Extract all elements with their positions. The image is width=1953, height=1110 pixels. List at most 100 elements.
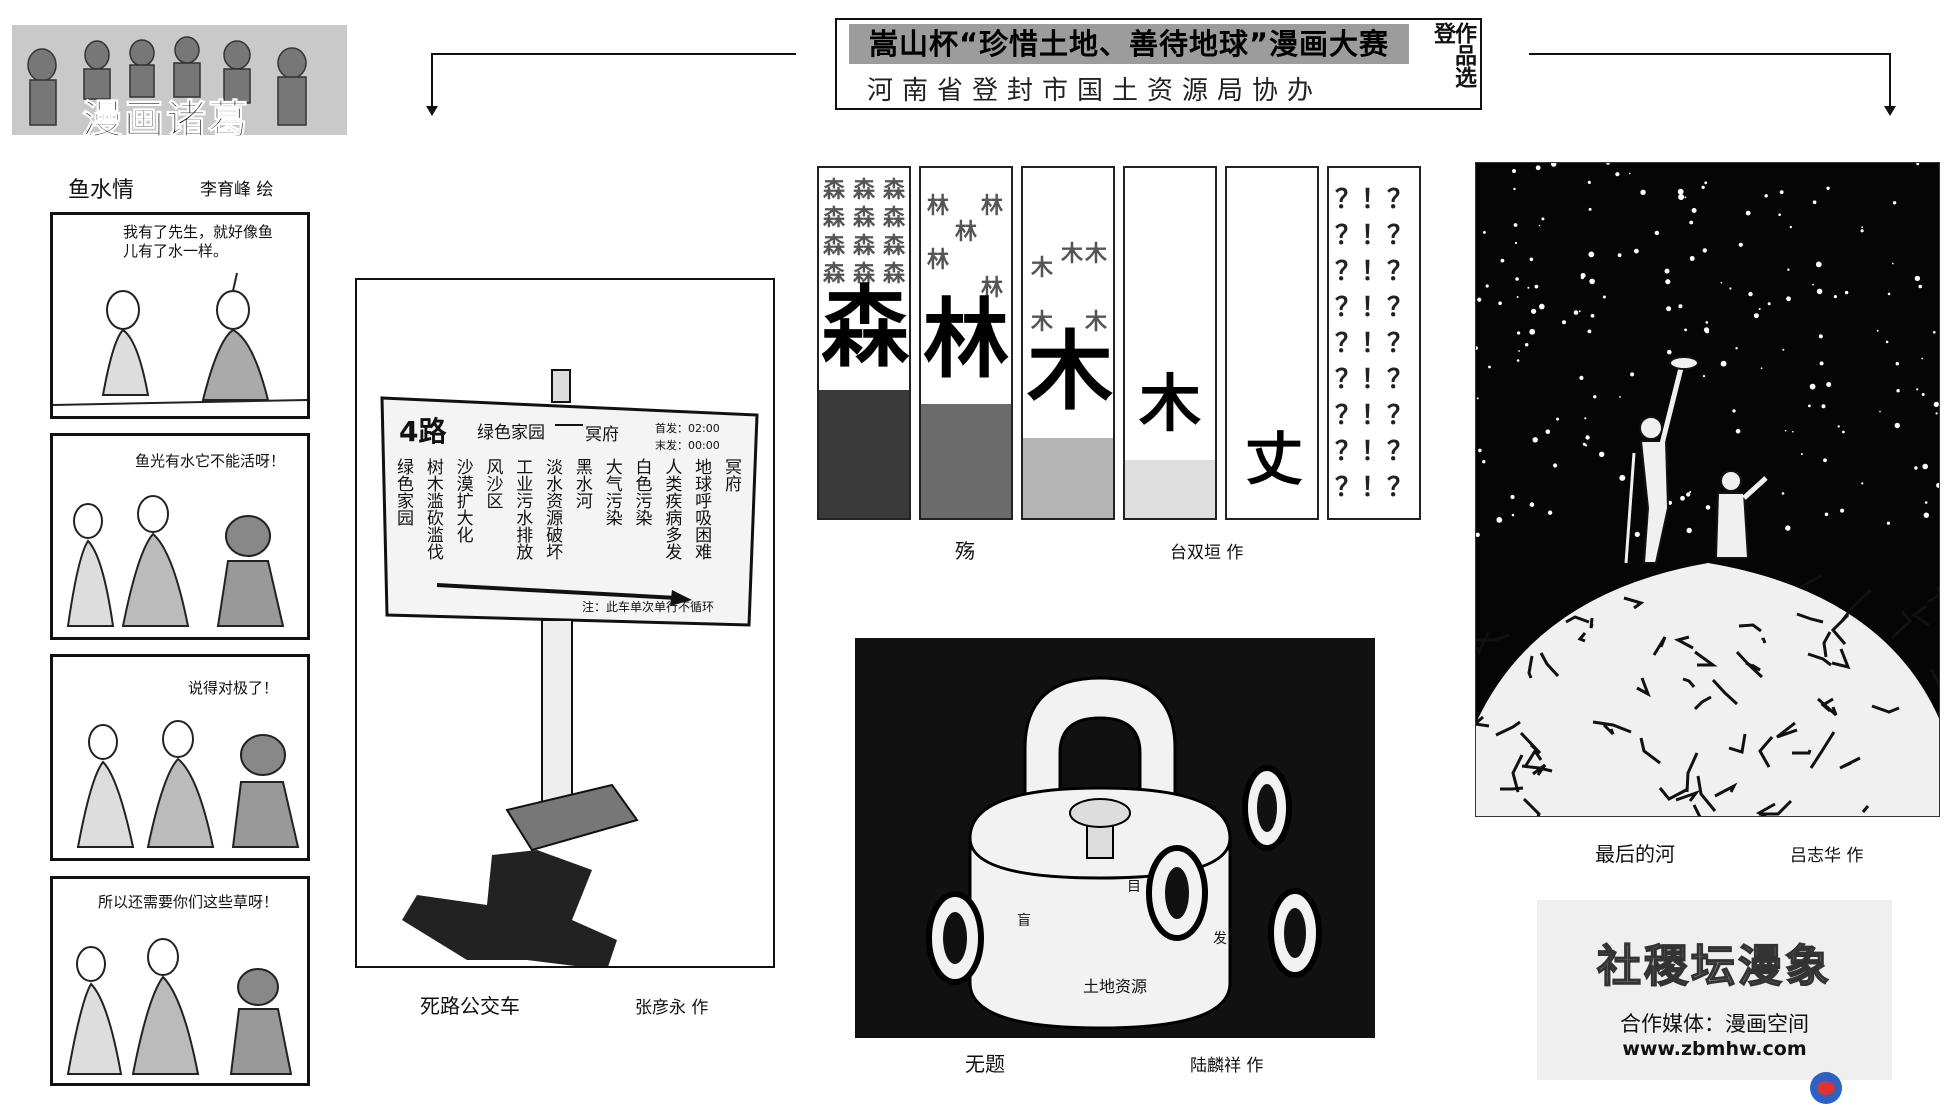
star [1924,501,1928,504]
star [1896,389,1900,393]
star [1628,172,1631,175]
header-left-arrow [426,53,796,116]
ground-crack [1714,782,1738,798]
tree-small-glyph: 林 [981,194,1004,219]
star [1860,229,1864,233]
question-row: ？！？ [1334,365,1413,395]
star [1809,383,1816,390]
star [1702,248,1707,253]
star [1778,213,1781,216]
ground-crack [1831,648,1851,670]
bus-stop: 树木滥砍滥伐 [422,458,443,560]
ground-crack [1636,677,1651,698]
star [1815,261,1822,268]
star [1826,382,1832,387]
star [1599,451,1605,457]
star [1916,388,1919,391]
ground-crack [1589,617,1594,629]
star [1482,460,1486,464]
tree-column-3-ground [1023,438,1113,518]
ground-crack [1911,604,1930,627]
watermark-logo-icon [1810,1072,1842,1104]
ground-crack [1696,775,1717,812]
tree-column-1-ground [819,390,909,518]
ground-crack [1658,787,1689,801]
star [1678,304,1683,309]
ground-crack [1685,752,1699,793]
star [1735,347,1738,350]
star [1478,448,1482,453]
ground-crack [1728,733,1747,754]
star [1732,409,1736,413]
tree-column-4: 木 [1123,166,1217,520]
question-row: ？！？ [1334,257,1413,287]
trees-cartoon-author: 台双垣 作 [1170,543,1244,563]
lock-cartoon-frame: 土地资源 开 盲 目 发 [855,638,1375,1038]
star [1720,281,1723,284]
star [1476,397,1479,400]
ground-crack [1682,677,1696,688]
lock-label: 土地资源 [1083,977,1148,996]
tree-small-glyph: 森 [853,206,876,231]
star [1789,225,1792,229]
panel-3-figures [76,720,300,848]
star [1887,292,1891,296]
star [1619,474,1626,481]
contest-header: 嵩山杯“珍惜土地、善待地球”漫画大赛 河南省登封市国土资源局协办 作品选登 [835,18,1482,110]
key-develop-label: 发 [1213,931,1227,947]
tree-small-glyph: 森 [853,262,876,287]
key-eye-label: 目 [1127,879,1141,895]
star [1529,328,1536,335]
star [1615,172,1620,177]
star [1547,510,1553,515]
tree-big-glyph: 木 [1027,322,1113,422]
star [1545,429,1551,435]
ground-crack [1807,652,1832,667]
tree-small-glyph: 林 [955,220,978,245]
ground-crack [1817,697,1838,717]
star [1735,428,1741,434]
ground-crack [1495,720,1521,737]
key-open-label: 开 [1232,815,1246,831]
ground-crack [1890,610,1913,640]
star [1588,207,1592,211]
star [1556,417,1560,421]
star [1500,258,1505,263]
ground-crack [1761,637,1767,644]
star [1823,458,1827,463]
tree-small-glyph: 森 [823,262,846,287]
footer-url[interactable]: www.zbmhw.com [1622,1038,1807,1060]
ground-crack [1522,797,1541,816]
star [1704,181,1708,185]
star [1666,306,1672,312]
ground-crack [1476,633,1510,642]
tree-column-1: 森 森 森 森 森 森 森 森 森 森 森 森 森 [817,166,911,520]
logo-figures-illustration [27,36,307,126]
river-cartoon-author: 吕志华 作 [1790,846,1864,866]
star [1539,303,1545,310]
star [1551,163,1557,167]
tree-small-glyph: 森 [853,234,876,259]
star [1844,290,1849,295]
star [1664,268,1670,274]
star [1812,200,1817,204]
ground-crack [1871,704,1900,714]
strip-panel-1-text: 我有了先生，就好像鱼儿有了水一样。 [123,223,274,260]
star [1891,262,1894,265]
star [1584,417,1587,420]
star [1527,286,1530,289]
star [1476,532,1480,537]
star [1513,223,1518,227]
star [1894,422,1900,429]
footer-brand-box: 社稷坛漫象 合作媒体：漫画空间 www.zbmhw.com [1537,900,1892,1080]
tree-small-glyph: 木 [1085,242,1108,267]
star [1748,291,1753,297]
strip-title: 鱼水情 [68,178,135,203]
star [1525,343,1529,347]
tree-column-6: ？！？ ？！？ ？！？ ？！？ ？！？ ？！？ ？！？ ？！？ ？！？ [1327,166,1421,520]
star [1792,430,1794,433]
star [1705,329,1710,334]
star [1922,463,1928,470]
bus-route-from: 绿色家园 [477,423,545,443]
strip-panel-3: 说得对极了！ [50,654,310,861]
